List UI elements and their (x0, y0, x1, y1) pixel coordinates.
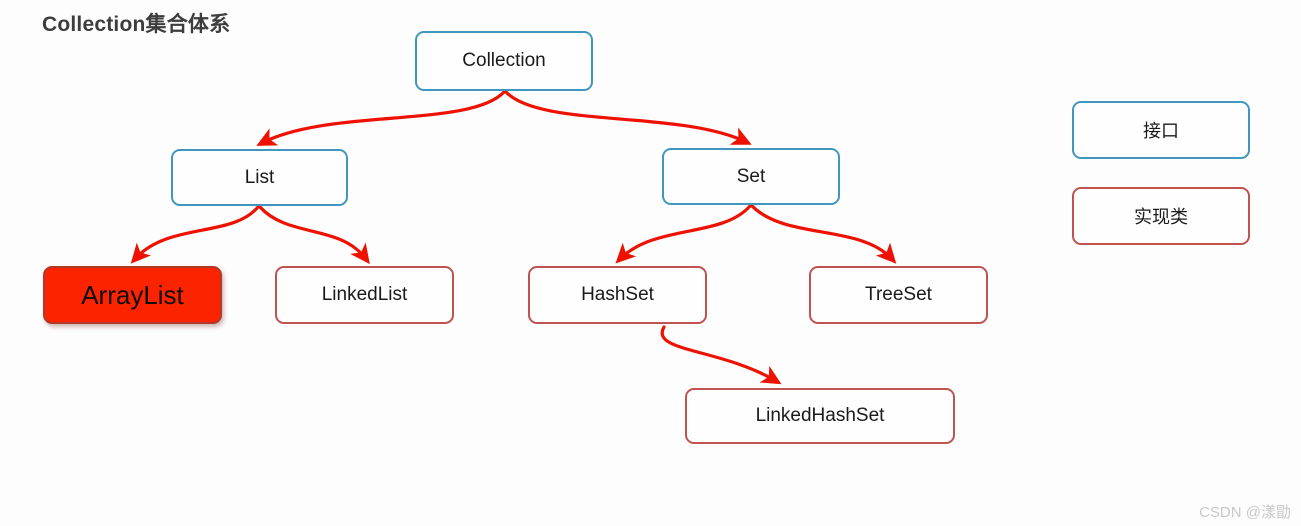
edge-list-to-linkedlist (258, 205, 370, 265)
edge-collection-to-set (504, 90, 752, 145)
node-hashset[interactable]: HashSet (528, 266, 707, 324)
node-label: 实现类 (1134, 207, 1188, 227)
node-label: ArrayList (81, 279, 184, 310)
node-label: List (244, 166, 275, 188)
node-collection[interactable]: Collection (415, 31, 593, 91)
node-linkedlist[interactable]: LinkedList (275, 266, 454, 324)
page-title: Collection集合体系 (42, 13, 231, 36)
edge-hashset-to-linkedhashset (660, 325, 782, 385)
legend-implementation[interactable]: 实现类 (1072, 187, 1250, 245)
node-set[interactable]: Set (662, 148, 840, 205)
edge-collection-to-list (256, 90, 506, 146)
csdn-watermark: CSDN @漾勖 (1199, 504, 1291, 521)
node-label: TreeSet (865, 284, 932, 305)
node-label: Collection (462, 50, 546, 71)
node-label: HashSet (581, 284, 654, 305)
node-list[interactable]: List (171, 149, 348, 206)
node-arraylist[interactable]: ArrayList (43, 266, 222, 324)
node-linkedhashset[interactable]: LinkedHashSet (685, 388, 955, 444)
edge-set-to-hashset (615, 204, 752, 264)
node-treeset[interactable]: TreeSet (809, 266, 988, 324)
node-label: LinkedHashSet (755, 405, 885, 426)
node-label: Set (736, 165, 766, 187)
node-label: 接口 (1143, 121, 1179, 141)
legend-interface[interactable]: 接口 (1072, 101, 1250, 159)
edge-list-to-arraylist (130, 205, 260, 264)
edge-set-to-treeset (750, 204, 897, 264)
node-label: LinkedList (321, 284, 408, 305)
